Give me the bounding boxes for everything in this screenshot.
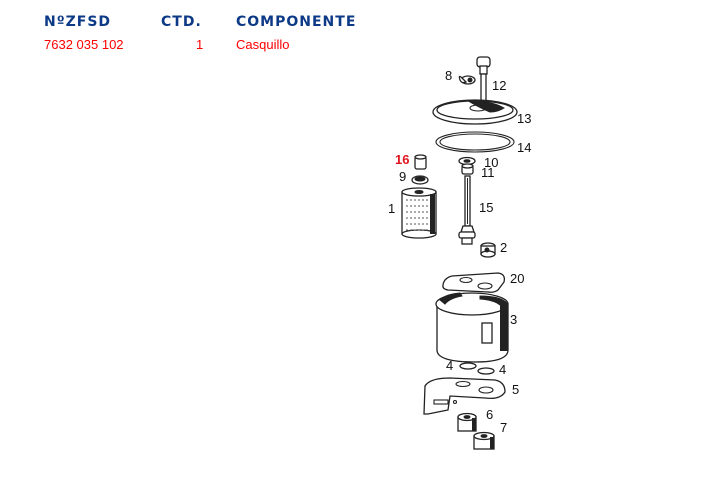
part-3-housing (435, 292, 509, 363)
part-number-value: 7632 035 102 (44, 37, 124, 52)
part-2-plug (480, 242, 496, 258)
part-4-washers (459, 362, 495, 375)
label-5: 5 (512, 382, 519, 397)
label-3: 3 (510, 312, 517, 327)
quantity-value: 1 (196, 37, 204, 52)
label-4b: 4 (499, 362, 506, 377)
part-16-bushing (414, 154, 427, 170)
part-9-seal (411, 175, 429, 185)
part-5-bracket (423, 377, 506, 415)
header-part-number: NºZFSD (44, 14, 112, 30)
part-11-nut (461, 163, 474, 175)
part-13-cover (432, 99, 518, 125)
label-20: 20 (510, 271, 524, 286)
part-14-gasket (435, 131, 515, 153)
label-9: 9 (399, 169, 406, 184)
label-10: 10 (484, 155, 498, 170)
part-12-bolt (476, 56, 491, 105)
header-quantity: CTD. (161, 14, 202, 30)
label-15: 15 (479, 200, 493, 215)
label-12: 12 (492, 78, 506, 93)
label-11: 11 (481, 165, 495, 180)
component-value: Casquillo (236, 37, 290, 52)
part-8-wing-nut (458, 75, 476, 85)
part-15-center-tube (458, 175, 476, 245)
label-7: 7 (500, 420, 507, 435)
label-8: 8 (445, 68, 452, 83)
label-1: 1 (388, 201, 395, 216)
label-14: 14 (517, 140, 531, 155)
label-13: 13 (517, 111, 531, 126)
part-20-gasket-plate (442, 272, 506, 293)
part-1-filter-element (401, 187, 437, 239)
label-6: 6 (486, 407, 493, 422)
label-4a: 4 (446, 358, 453, 373)
label-2: 2 (500, 240, 507, 255)
label-16[interactable]: 16 (395, 152, 409, 167)
header-component: COMPONENTE (236, 14, 357, 30)
part-6-spacer (457, 412, 477, 432)
part-7-spacer (473, 431, 495, 450)
